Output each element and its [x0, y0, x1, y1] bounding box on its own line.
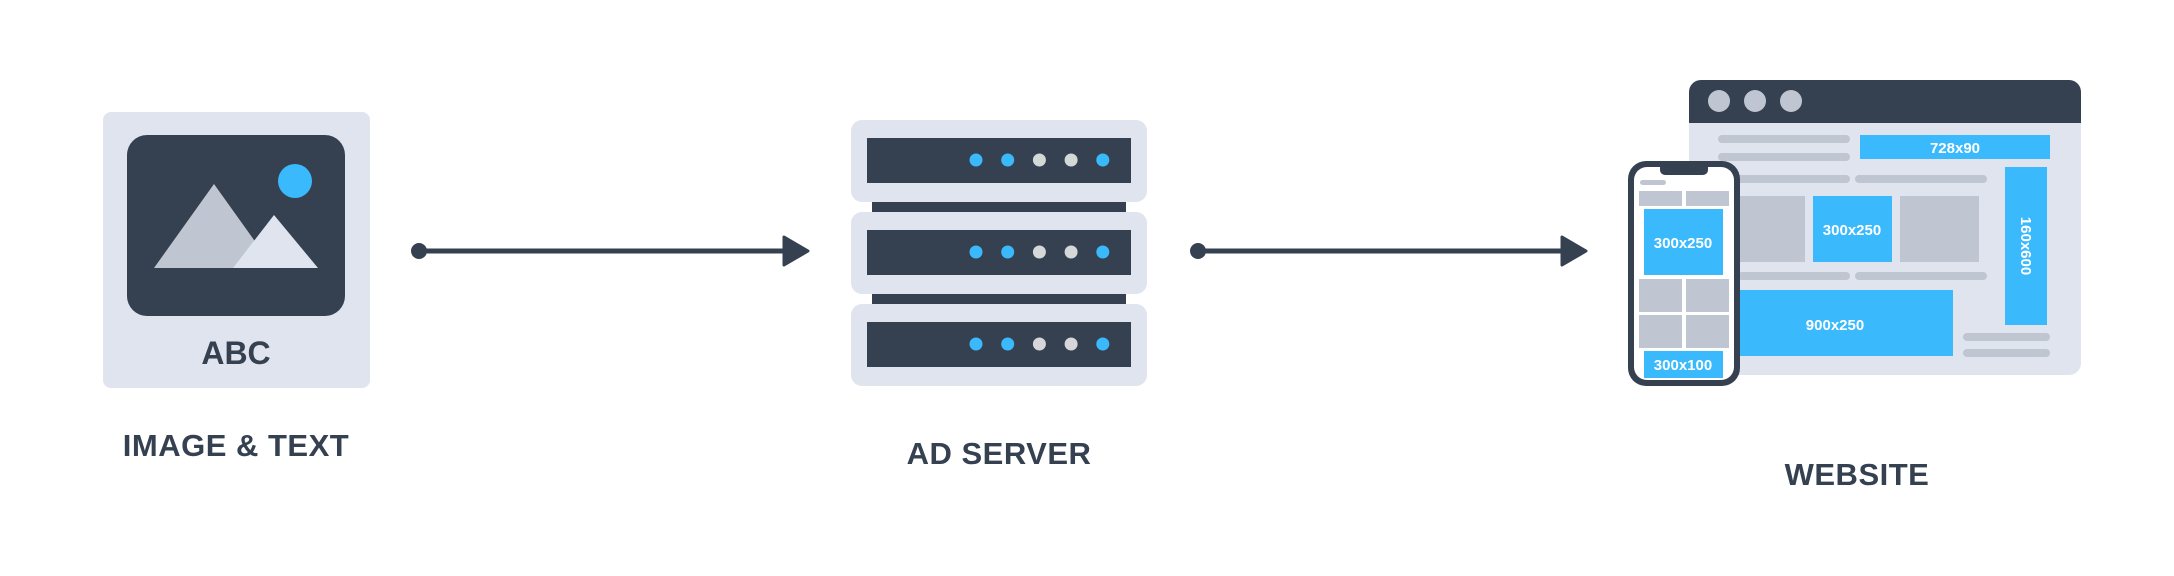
ad-label: 900x250 — [1806, 317, 1864, 334]
ad-label: 300x250 — [1654, 235, 1712, 252]
server-led-icon — [1064, 245, 1078, 259]
text-line-placeholder — [1963, 349, 2050, 357]
ad-slot-300x250 — [1813, 196, 1892, 262]
server-led-icon — [969, 245, 983, 259]
window-dot-icon — [1744, 90, 1766, 112]
text-line-placeholder — [1718, 175, 1850, 183]
ad-slot-160x600 — [2005, 167, 2047, 325]
server-led-icon — [1064, 153, 1078, 167]
arrow-head-icon — [1560, 235, 1588, 267]
card-text: ABC — [201, 335, 270, 371]
text-line-placeholder — [1855, 272, 1987, 280]
server-led-icon — [1032, 337, 1046, 351]
ad-server-node — [851, 120, 1147, 386]
node-label-website: WEBSITE — [1784, 457, 1930, 492]
server-led-icon — [1096, 337, 1110, 351]
mobile-ad-slot-300x100 — [1644, 351, 1723, 378]
window-dot-icon — [1780, 90, 1802, 112]
text-line-placeholder — [1718, 135, 1850, 143]
content-block — [1686, 191, 1729, 206]
content-block — [1738, 196, 1805, 262]
text-line-placeholder — [1855, 175, 1987, 183]
mobile-ad-slot-300x250 — [1644, 209, 1723, 275]
server-led-icon — [1096, 153, 1110, 167]
image-text-node: ABC — [103, 112, 370, 388]
browser-titlebar — [1689, 80, 2081, 123]
arrow-image-to-server — [411, 235, 810, 267]
server-led-icon — [1032, 153, 1046, 167]
node-label-image-text: IMAGE & TEXT — [122, 428, 350, 463]
text-line-placeholder — [1640, 180, 1666, 185]
mountain-front-icon — [233, 215, 318, 268]
content-block — [1639, 315, 1682, 348]
text-line-placeholder — [1718, 153, 1850, 161]
server-led-icon — [1064, 337, 1078, 351]
content-block — [1639, 279, 1682, 312]
ad-label: 300x250 — [1823, 222, 1881, 239]
window-dot-icon — [1708, 90, 1730, 112]
server-led-icon — [1032, 245, 1046, 259]
server-led-icon — [1096, 245, 1110, 259]
server-panel — [867, 322, 1131, 367]
arrow-server-to-website — [1190, 235, 1588, 267]
arrow-head-icon — [782, 235, 810, 267]
phone-notch — [1660, 167, 1708, 175]
text-line-placeholder — [1963, 333, 2050, 341]
sun-icon — [278, 164, 312, 198]
ad-label: 728x90 — [1930, 140, 1980, 157]
content-block — [1900, 196, 1979, 262]
ad-label: 300x100 — [1654, 357, 1712, 374]
browser-window: 728x90 300x250 160x600 900x250 — [1689, 80, 2081, 375]
ad-slot-728x90 — [1860, 135, 2050, 159]
server-led-icon — [1001, 337, 1015, 351]
server-led-icon — [969, 337, 983, 351]
server-panel — [867, 230, 1131, 275]
server-led-icon — [1001, 153, 1015, 167]
node-label-ad-server: AD SERVER — [906, 436, 1092, 471]
server-led-icon — [969, 153, 983, 167]
content-block — [1686, 279, 1729, 312]
mountain-back-icon — [154, 184, 274, 268]
server-panel — [867, 138, 1131, 183]
server-led-icon — [1001, 245, 1015, 259]
mobile-phone: 300x250 300x100 — [1628, 161, 1740, 386]
content-block — [1639, 191, 1682, 206]
content-block — [1686, 315, 1729, 348]
text-line-placeholder — [1738, 272, 1850, 280]
ad-slot-900x250 — [1738, 290, 1953, 356]
ad-label: 160x600 — [2017, 217, 2034, 275]
